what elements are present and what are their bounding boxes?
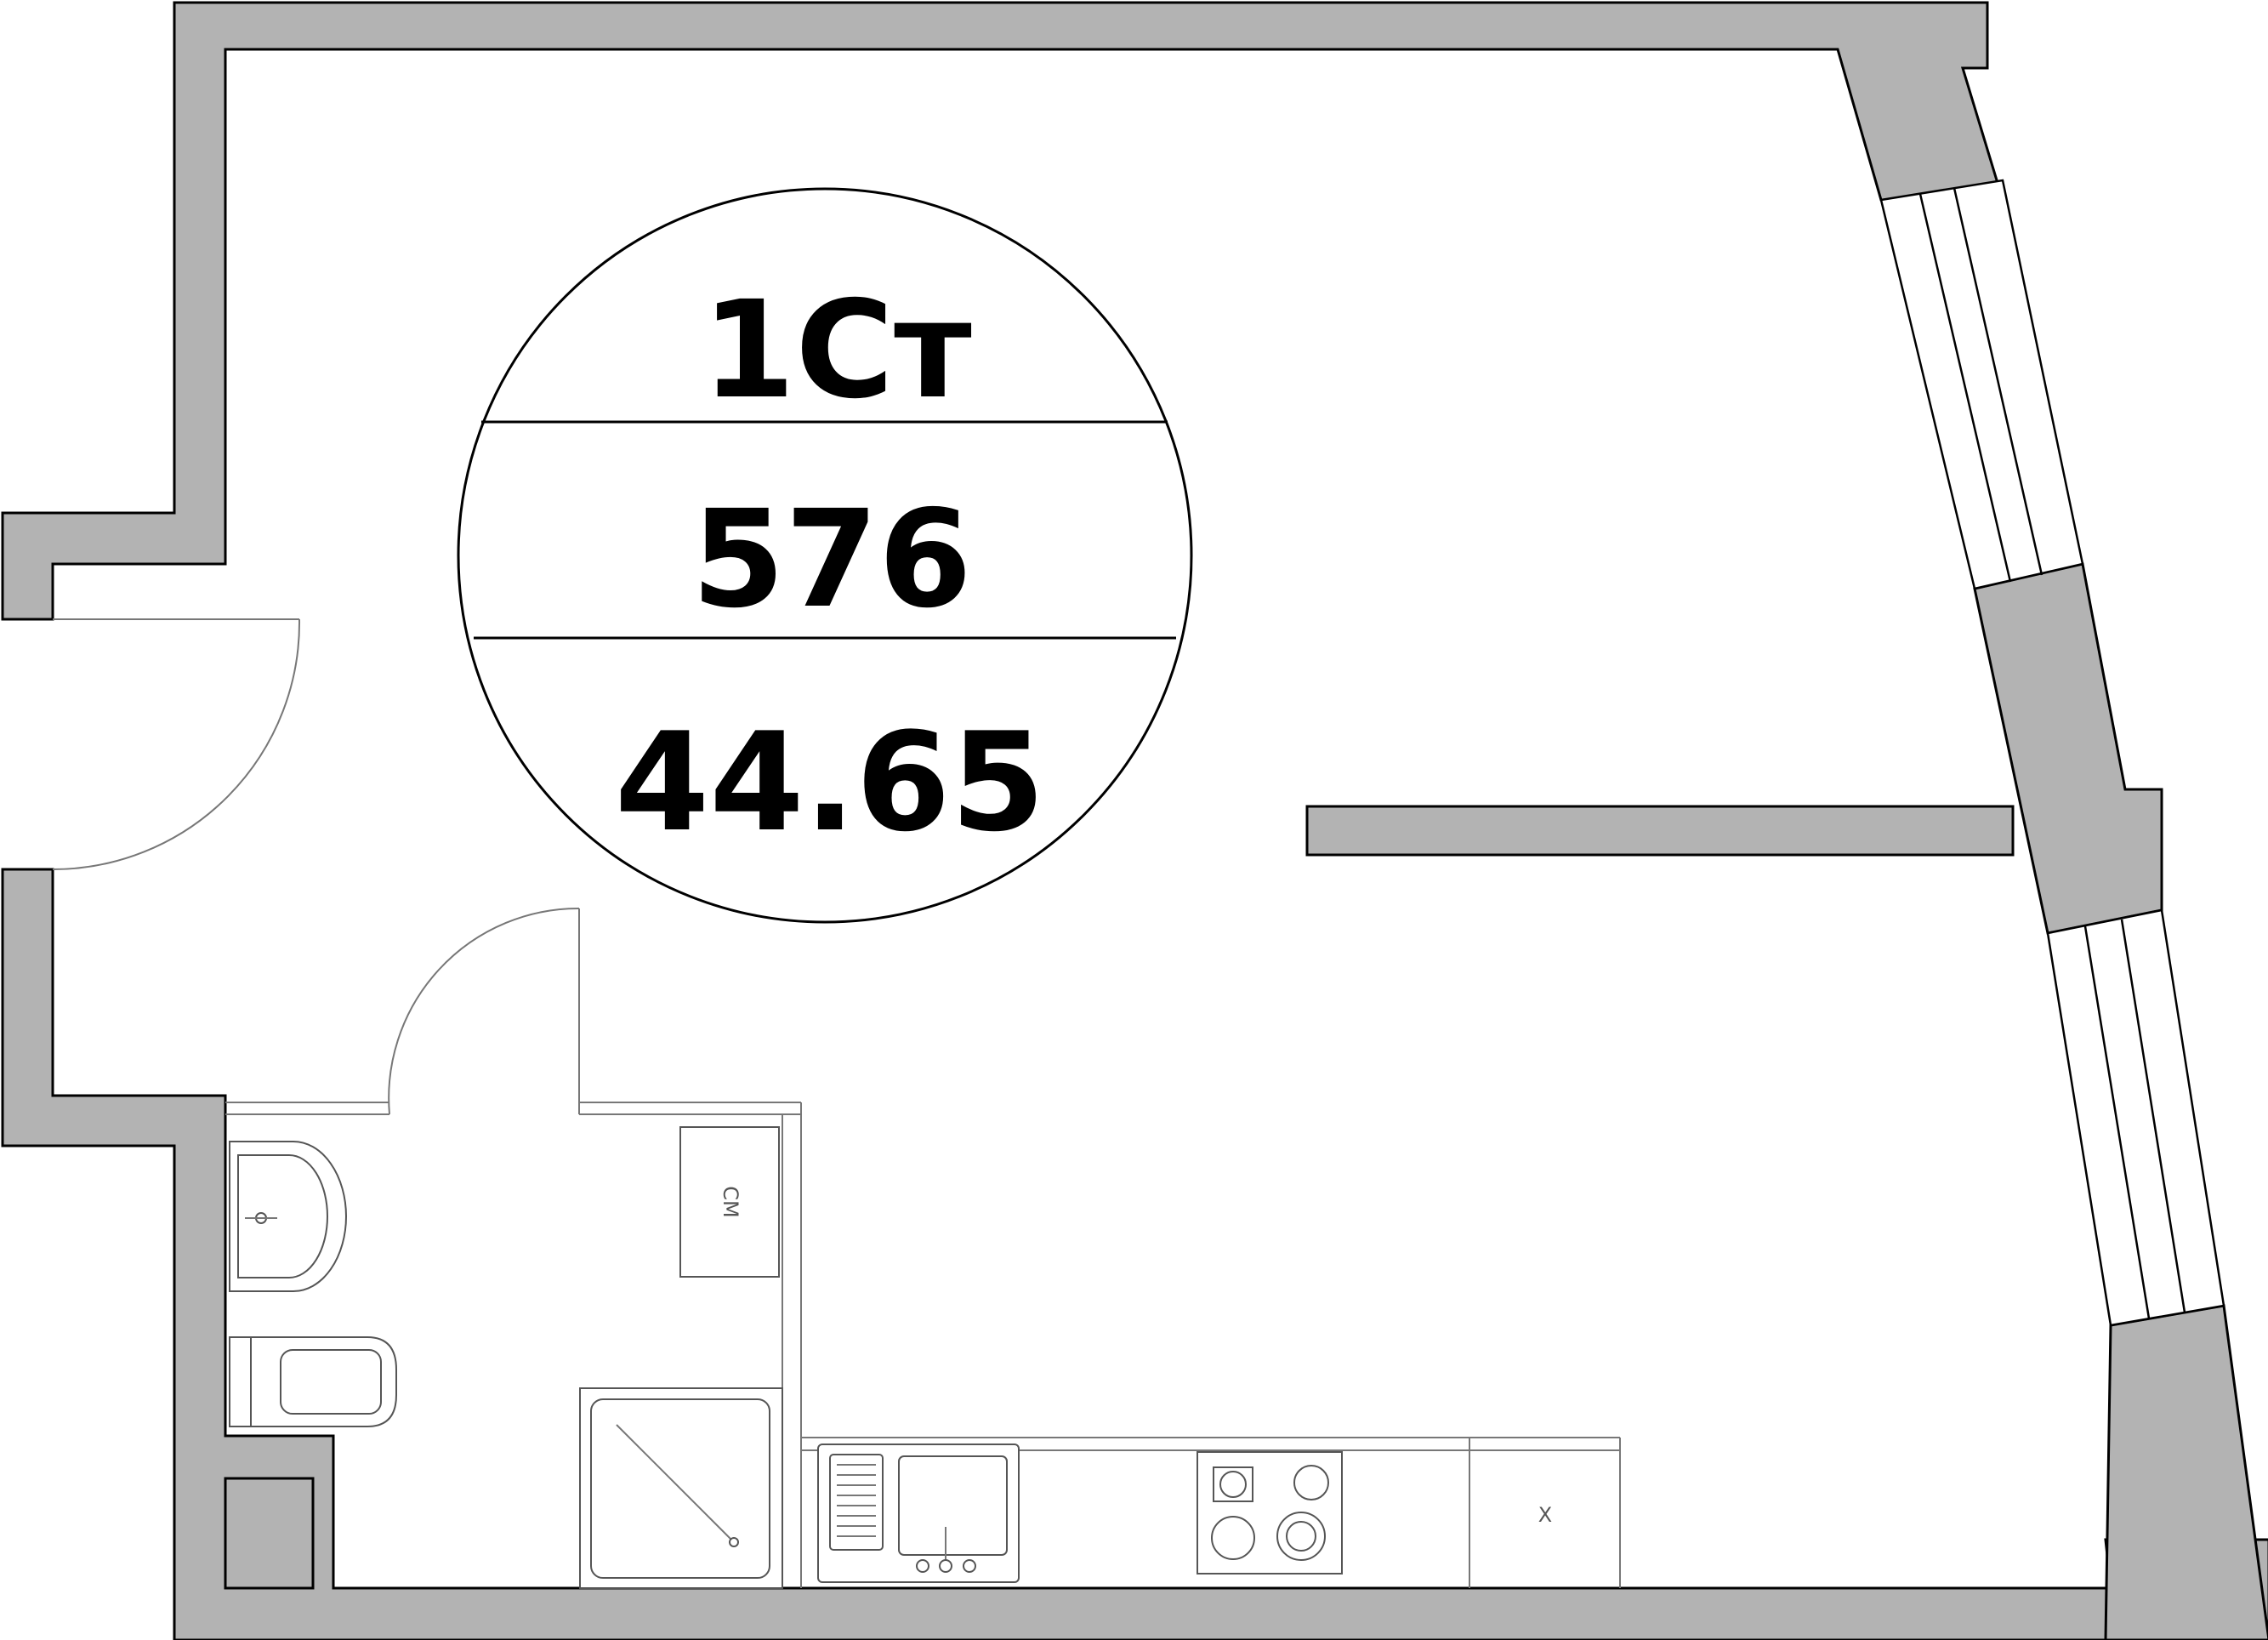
wall-left-lower (1, 868, 2268, 1640)
sink (229, 1141, 347, 1292)
cooktop (1197, 1451, 1343, 1575)
toilet (229, 1336, 397, 1427)
kitchen-sink (817, 1444, 1020, 1583)
window-lower (2046, 908, 2225, 1327)
apartment-type: 1Ст (702, 272, 971, 429)
badge-circle (457, 187, 1193, 924)
washing-machine: СМ (679, 1126, 780, 1278)
drainboard-ridges (837, 1464, 876, 1537)
apartment-badge: 1Ст 576 44.65 (457, 187, 1193, 924)
window-upper (1879, 179, 2084, 590)
apartment-number: 576 (691, 481, 972, 638)
fridge: Х (1538, 1503, 1552, 1527)
wall-top-left (1, 1, 2005, 621)
wall-corner-piece (224, 1477, 315, 1590)
fridge-label: Х (1538, 1503, 1552, 1527)
shower-tray (579, 1387, 783, 1589)
entrance-door (52, 618, 301, 870)
wall-right-bottom (2104, 1304, 2268, 1640)
interior-partition (1305, 805, 2015, 857)
washing-machine-label: СМ (719, 1186, 742, 1217)
wall-right-pier (1973, 562, 2163, 935)
apartment-area: 44.65 (615, 703, 1045, 862)
